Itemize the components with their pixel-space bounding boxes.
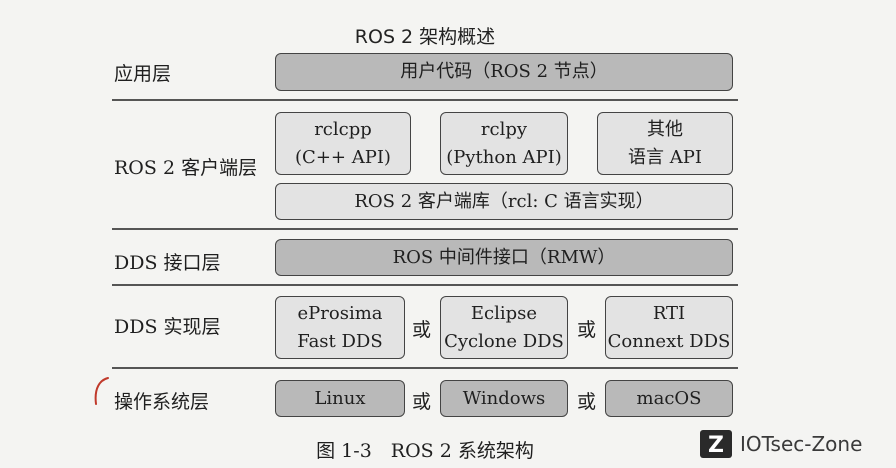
layer-divider <box>112 228 738 230</box>
rmw-label: ROS 中间件接口（RMW） <box>392 246 616 268</box>
cyclone-dds-vendor: Eclipse <box>470 302 538 324</box>
other-language-line1: 其他 <box>647 118 683 140</box>
user-code-box: 用户代码（ROS 2 节点） <box>275 53 733 91</box>
layer-divider <box>112 367 738 369</box>
or-separator: 或 <box>577 391 597 413</box>
layer-label-os: 操作系统层 <box>114 391 210 413</box>
rclcpp-name: rclcpp <box>314 118 372 140</box>
rclcpp-api: (C++ API) <box>295 146 391 168</box>
connext-dds-box: RTI Connext DDS <box>605 296 733 359</box>
rmw-box: ROS 中间件接口（RMW） <box>275 239 733 276</box>
fast-dds-vendor: eProsima <box>297 302 383 324</box>
watermark-text: IOTsec-Zone <box>740 432 863 456</box>
or-separator: 或 <box>577 319 597 341</box>
user-code-label: 用户代码（ROS 2 节点） <box>400 61 608 82</box>
layer-label-dds-impl: DDS 实现层 <box>114 316 221 338</box>
layer-label-dds-interface: DDS 接口层 <box>114 252 221 274</box>
rclpy-api: (Python API) <box>446 146 562 168</box>
layer-divider <box>112 99 738 101</box>
linux-box: Linux <box>275 380 405 417</box>
layer-label-app: 应用层 <box>114 63 172 85</box>
svg-text:Z: Z <box>708 433 724 458</box>
watermark-logo: Z <box>700 430 732 458</box>
rclpy-name: rclpy <box>480 118 528 140</box>
rclpy-box: rclpy (Python API) <box>440 112 568 175</box>
windows-label: Windows <box>462 387 546 409</box>
macos-box: macOS <box>605 380 733 417</box>
other-language-box: 其他 语言 API <box>597 112 733 175</box>
red-pen-mark <box>94 377 109 405</box>
rclcpp-box: rclcpp (C++ API) <box>275 112 411 175</box>
connext-dds-product: Connext DDS <box>607 330 731 352</box>
other-language-line2: 语言 API <box>628 146 702 168</box>
fast-dds-box: eProsima Fast DDS <box>275 296 405 359</box>
cyclone-dds-box: Eclipse Cyclone DDS <box>440 296 568 359</box>
fast-dds-product: Fast DDS <box>297 330 383 352</box>
cyclone-dds-product: Cyclone DDS <box>444 330 564 352</box>
layer-label-client: ROS 2 客户端层 <box>114 157 258 179</box>
rcl-label: ROS 2 客户端库（rcl: C 语言实现） <box>354 190 654 212</box>
linux-label: Linux <box>314 387 366 409</box>
layer-divider <box>112 284 738 286</box>
connext-dds-vendor: RTI <box>652 302 686 324</box>
windows-box: Windows <box>440 380 568 417</box>
or-separator: 或 <box>412 319 432 341</box>
macos-label: macOS <box>636 387 702 409</box>
figure-caption: 图 1-3 ROS 2 系统架构 <box>316 440 534 462</box>
rcl-box: ROS 2 客户端库（rcl: C 语言实现） <box>275 183 733 220</box>
or-separator: 或 <box>412 391 432 413</box>
z-logo-icon: Z <box>708 433 724 458</box>
diagram-title: ROS 2 架构概述 <box>354 26 496 48</box>
